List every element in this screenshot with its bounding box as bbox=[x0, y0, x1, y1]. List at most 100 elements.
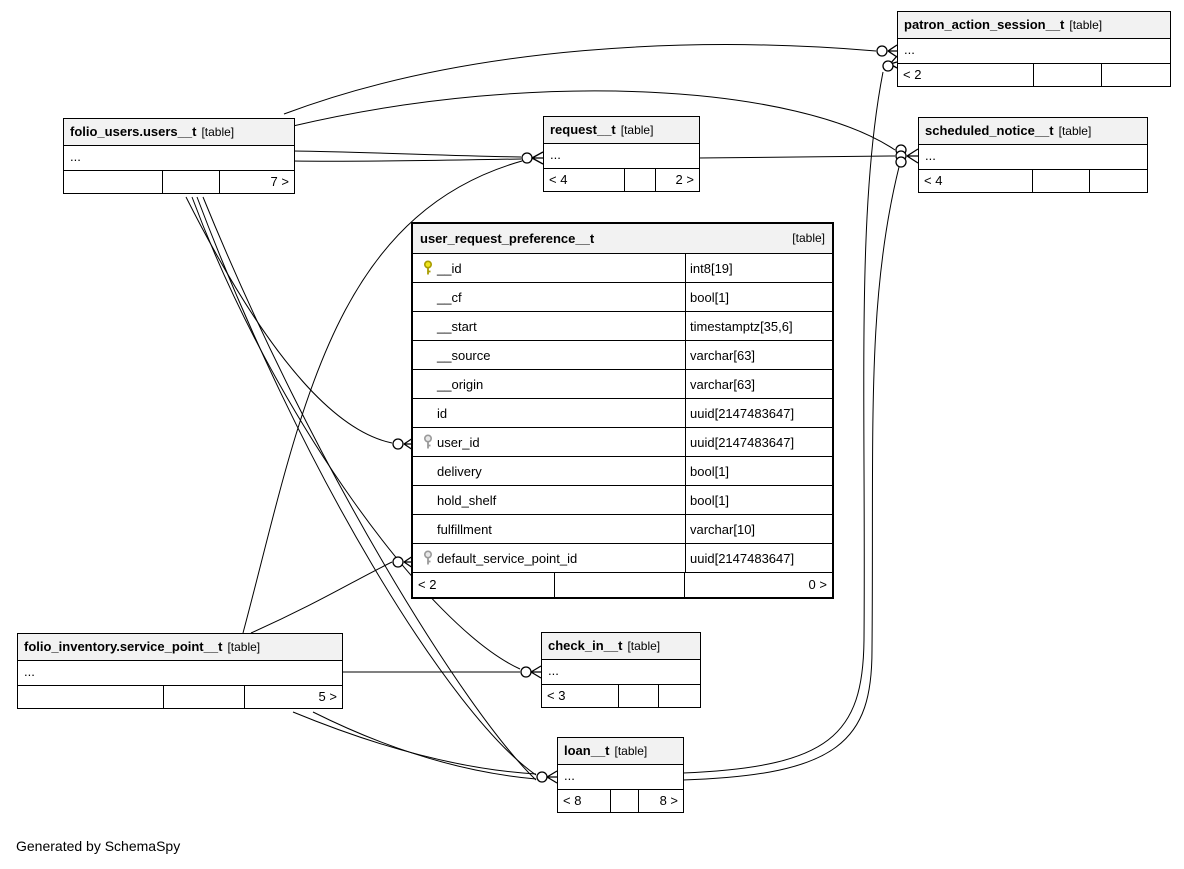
columns-ellipsis[interactable]: ... bbox=[919, 145, 1147, 170]
column-type: bool[1] bbox=[690, 289, 730, 305]
table-folio_inventory-service_point[interactable]: folio_inventory.service_point__t[table] … bbox=[17, 633, 343, 709]
column-row[interactable]: default_service_point_id uuid[2147483647… bbox=[413, 544, 832, 573]
table-name[interactable]: scheduled_notice__t bbox=[925, 123, 1054, 138]
table-type-suffix: [table] bbox=[620, 123, 654, 137]
table-header[interactable]: request__t [table] bbox=[544, 117, 699, 144]
table-type-suffix: [table] bbox=[227, 640, 261, 654]
column-row[interactable]: __cf bool[1] bbox=[413, 283, 832, 312]
key-icon bbox=[419, 405, 437, 421]
table-name[interactable]: check_in__t bbox=[548, 638, 623, 653]
table-footer: < 4 2 > bbox=[544, 169, 699, 191]
footer-in-degree: < 2 bbox=[898, 64, 1034, 86]
table-patron_action_session[interactable]: patron_action_session__t[table] ... < 2 bbox=[897, 11, 1171, 87]
column-row[interactable]: user_id uuid[2147483647] bbox=[413, 428, 832, 457]
crowfoot-patron_action_session-1 bbox=[876, 44, 898, 58]
column-type: varchar[63] bbox=[690, 376, 756, 392]
edge-service_point-request bbox=[242, 160, 523, 634]
column-row[interactable]: __start timestamptz[35,6] bbox=[413, 312, 832, 341]
column-row[interactable]: __id int8[19] bbox=[413, 254, 832, 283]
column-type: int8[19] bbox=[690, 260, 733, 276]
column-name-cell: default_service_point_id bbox=[413, 544, 686, 572]
columns-ellipsis[interactable]: ... bbox=[542, 660, 700, 685]
column-name: __cf bbox=[437, 289, 462, 305]
table-name[interactable]: patron_action_session__t bbox=[904, 17, 1065, 32]
footer-middle bbox=[625, 169, 656, 191]
key-icon bbox=[419, 521, 437, 537]
edge-users-loan-1 bbox=[196, 196, 537, 776]
column-row[interactable]: id uuid[2147483647] bbox=[413, 399, 832, 428]
footer-out-degree: 5 > bbox=[318, 689, 337, 704]
table-loan[interactable]: loan__t[table] ... < 8 8 > bbox=[557, 737, 684, 813]
table-name[interactable]: request__t bbox=[550, 122, 616, 137]
edge-users-check_in bbox=[191, 196, 521, 670]
key-icon bbox=[419, 318, 437, 334]
table-name[interactable]: user_request_preference__t bbox=[420, 231, 595, 246]
table-check_in[interactable]: check_in__t[table] ... < 3 bbox=[541, 632, 701, 708]
footer-middle bbox=[555, 573, 686, 597]
table-header[interactable]: folio_users.users__t[table] bbox=[64, 119, 294, 146]
column-row[interactable]: __origin varchar[63] bbox=[413, 370, 832, 399]
edge-loan-patron_action_session bbox=[682, 71, 884, 774]
column-row[interactable]: delivery bool[1] bbox=[413, 457, 832, 486]
table-header[interactable]: check_in__t[table] bbox=[542, 633, 700, 660]
table-name[interactable]: loan__t bbox=[564, 743, 610, 758]
table-name[interactable]: folio_users.users__t bbox=[70, 124, 197, 139]
column-name: id bbox=[437, 405, 448, 421]
footer-middle bbox=[619, 685, 659, 707]
footer-in-degree bbox=[64, 171, 163, 193]
table-header[interactable]: folio_inventory.service_point__t [table] bbox=[18, 634, 342, 661]
edge-service_point-default_service_point_id bbox=[250, 561, 393, 634]
key-icon bbox=[419, 550, 437, 566]
key-icon bbox=[419, 347, 437, 363]
table-name[interactable]: folio_inventory.service_point__t bbox=[24, 639, 223, 654]
edge-service_point-loan-2 bbox=[312, 711, 537, 780]
table-header[interactable]: scheduled_notice__t [table] bbox=[919, 118, 1147, 145]
footer-out-degree: 2 > bbox=[675, 172, 694, 187]
generator-caption: Generated by SchemaSpy bbox=[16, 838, 181, 854]
footer-in-degree: < 3 bbox=[542, 685, 620, 707]
table-footer: < 3 bbox=[542, 685, 700, 707]
edge-service_point-loan-1 bbox=[292, 711, 537, 775]
edge-users-scheduled_notice bbox=[292, 90, 896, 151]
crowfoot-loan bbox=[536, 770, 558, 784]
footer-out-degree bbox=[659, 685, 700, 707]
column-name-cell: delivery bbox=[413, 457, 686, 485]
crowfoot-request bbox=[521, 151, 544, 165]
column-name-cell: __start bbox=[413, 312, 686, 340]
crowfoot-user_id bbox=[392, 437, 414, 451]
column-row[interactable]: fulfillment varchar[10] bbox=[413, 515, 832, 544]
table-type-suffix: [table] bbox=[1058, 124, 1092, 138]
footer-in-degree bbox=[18, 686, 164, 708]
columns-ellipsis[interactable]: ... bbox=[898, 39, 1170, 64]
footer-in-degree: < 4 bbox=[919, 170, 1033, 192]
column-type: varchar[10] bbox=[690, 521, 756, 537]
table-type-suffix: [table] bbox=[614, 744, 648, 758]
columns-ellipsis[interactable]: ... bbox=[558, 765, 683, 790]
table-header[interactable]: loan__t [table] bbox=[558, 738, 683, 765]
columns-ellipsis[interactable]: ... bbox=[544, 144, 699, 169]
column-name-cell: id bbox=[413, 399, 686, 427]
column-name: __start bbox=[437, 318, 477, 334]
table-header[interactable]: user_request_preference__t [table] bbox=[413, 224, 832, 254]
table-scheduled_notice[interactable]: scheduled_notice__t [table] ... < 4 bbox=[918, 117, 1148, 193]
column-name-cell: __source bbox=[413, 341, 686, 369]
columns-ellipsis[interactable]: ... bbox=[18, 661, 342, 686]
columns-ellipsis[interactable]: ... bbox=[64, 146, 294, 171]
column-type: uuid[2147483647] bbox=[690, 405, 795, 421]
column-name: default_service_point_id bbox=[437, 550, 578, 566]
table-request[interactable]: request__t [table] ... < 4 2 > bbox=[543, 116, 700, 192]
column-type: bool[1] bbox=[690, 492, 730, 508]
column-row[interactable]: __source varchar[63] bbox=[413, 341, 832, 370]
crowfoot-scheduled_notice bbox=[895, 144, 919, 168]
column-row[interactable]: hold_shelf bool[1] bbox=[413, 486, 832, 515]
column-type: varchar[63] bbox=[690, 347, 756, 363]
footer-in-degree: < 4 bbox=[544, 169, 625, 191]
column-type: uuid[2147483647] bbox=[690, 550, 795, 566]
table-folio_users-users[interactable]: folio_users.users__t[table] ... 7 > bbox=[63, 118, 295, 194]
table-header[interactable]: patron_action_session__t[table] bbox=[898, 12, 1170, 39]
table-user_request_preference[interactable]: user_request_preference__t [table] __id bbox=[411, 222, 834, 599]
footer-middle bbox=[1034, 64, 1102, 86]
table-footer: < 2 0 > bbox=[413, 573, 832, 597]
